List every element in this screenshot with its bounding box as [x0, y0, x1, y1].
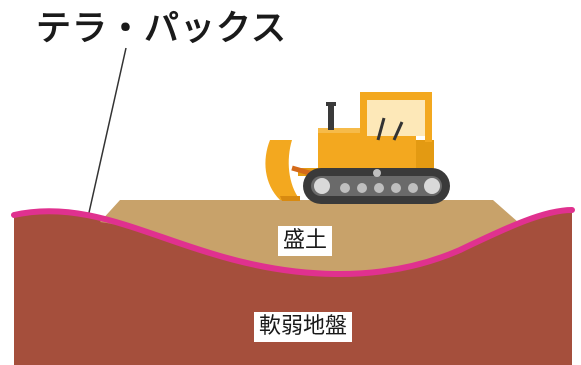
soft-ground-label: 軟弱地盤 — [254, 312, 353, 342]
diagram-title: テラ・パックス — [36, 9, 287, 49]
leader-line — [85, 47, 127, 227]
soft-ground — [14, 210, 572, 365]
embankment-label: 盛土 — [278, 226, 333, 256]
bulldozer-icon — [265, 92, 450, 204]
terrapax-sheet — [11, 207, 575, 278]
